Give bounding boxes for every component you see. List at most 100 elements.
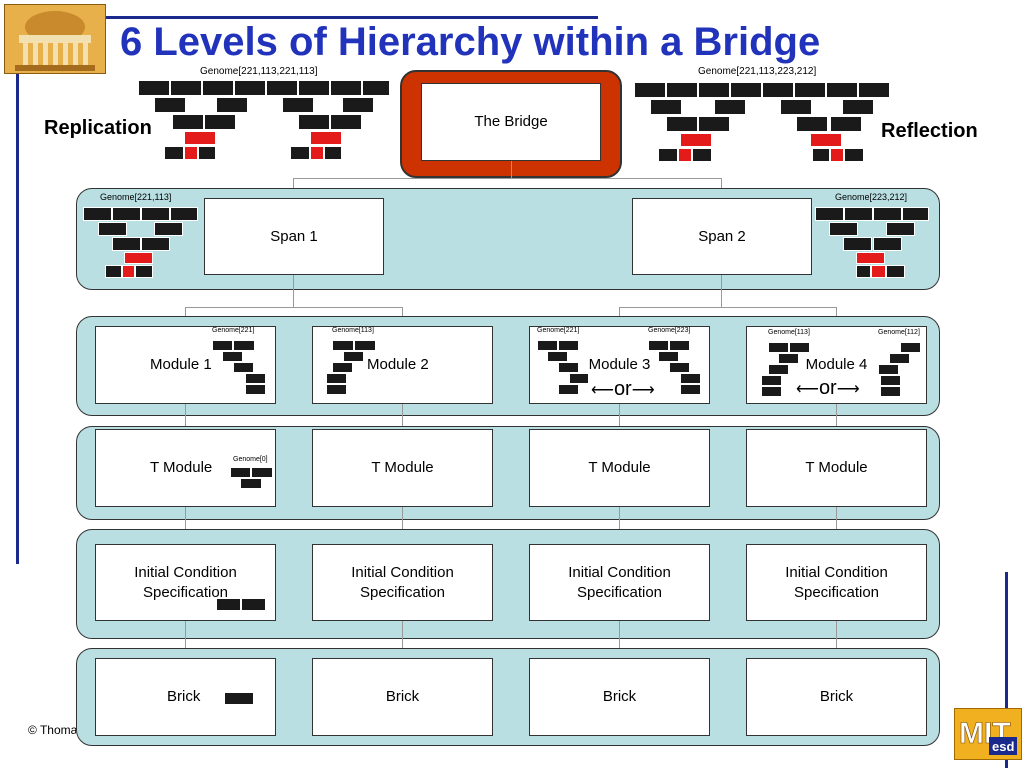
dome-logo [4,4,106,74]
genome-block [290,146,310,160]
genome-block [812,148,830,162]
connector [402,507,403,544]
genome-block [330,114,362,130]
genome-block [698,82,730,98]
genome-block [900,342,921,353]
genome-block [794,82,826,98]
genome-block [240,478,262,489]
genome-block [873,237,902,251]
genome-block [902,207,929,221]
brick4-label: Brick [819,688,854,705]
svg-text:esd: esd [992,739,1014,754]
brick4-box: Brick [746,658,927,736]
genome-block [230,467,251,478]
genome-block [547,351,568,362]
genome-block [112,207,141,221]
ic2-line1: Initial Condition [351,564,454,581]
genome-block [669,340,690,351]
genome-block [222,351,243,362]
genome-block-red [830,148,844,162]
genome-block [878,364,899,375]
genome-block [105,265,122,278]
genome-block [558,340,579,351]
bridge-box: The Bridge [421,83,601,161]
connector [619,507,620,544]
module3-genome-a-label: Genome[221] [537,327,580,334]
genome-block [298,80,330,96]
genome-block [354,340,376,351]
genome-block [666,116,698,132]
genome-block-red [184,131,216,145]
genome-block [829,222,858,236]
genome-block [202,80,234,96]
connector [293,275,294,307]
genome-block [815,207,844,221]
module4-genome-a-label: Genome[113] [768,329,810,336]
genome-block-red [124,252,153,264]
genome-block [141,207,170,221]
genome-block [650,99,682,115]
ic3-line2: Specification [576,584,663,601]
module4-or-label: or [818,377,837,399]
ic1-line1: Initial Condition [134,564,237,581]
module2-label: Module 2 [367,356,429,373]
right-rule [1005,572,1008,768]
genome-block [558,362,579,373]
tmodule2-box: T Module [312,429,493,507]
tmodule2-label: T Module [371,459,434,476]
span-left-genome-label: Genome[221,113] [100,192,172,202]
span1-label: Span 1 [270,227,318,245]
genome-block [324,146,342,160]
tmodule1-label: T Module [150,459,213,476]
genome-block-red [810,133,842,147]
genome-block [858,82,890,98]
genome-block [343,351,364,362]
genome-block [241,598,266,611]
connector [185,307,402,308]
tmodule3-box: T Module [529,429,710,507]
brick1-label: Brick [167,688,201,705]
genome-block [680,373,701,384]
genome-block [886,265,905,278]
genome-block [873,207,902,221]
tmodule1-genome-label: Genome[0] [233,456,268,463]
connector [619,404,620,428]
genome-block [216,97,248,113]
genome-block [198,146,216,160]
module2-genome-label: Genome[113] [332,327,374,334]
ic1-line2: Specification [142,584,229,601]
genome-block [768,342,789,353]
mit-esd-logo: MIT esd [954,708,1022,760]
genome-block [842,99,874,115]
ic3-box: Initial Condition Specification [529,544,710,621]
brick3-label: Brick [602,688,637,705]
connector [402,404,403,428]
left-rule [16,16,19,564]
ic4-box: Initial Condition Specification [746,544,927,621]
genome-block [856,265,871,278]
brick2-label: Brick [385,688,420,705]
genome-block [216,598,241,611]
brick2-box: Brick [312,658,493,736]
genome-block [245,373,266,384]
genome-block-red [680,133,712,147]
genome-block [326,384,347,395]
genome-block [780,99,812,115]
genome-block [648,340,669,351]
span1-box: Span 1 [204,198,384,275]
connector [721,275,722,307]
replication-label: Replication [44,117,152,139]
genome-block [768,364,789,375]
tmodule4-box: T Module [746,429,927,507]
module3-or: ⟵or⟶ [591,378,655,401]
right-arrow-icon: ⟶ [631,382,655,399]
genome-block [112,237,141,251]
genome-block [844,148,864,162]
module3-label: Module 3 [588,356,651,373]
genome-block [537,340,558,351]
ic3-line1: Initial Condition [568,564,671,581]
genome-block [680,384,701,395]
ic2-line2: Specification [359,584,446,601]
left-arrow-icon: ⟵ [796,381,819,398]
genome-block [332,362,353,373]
